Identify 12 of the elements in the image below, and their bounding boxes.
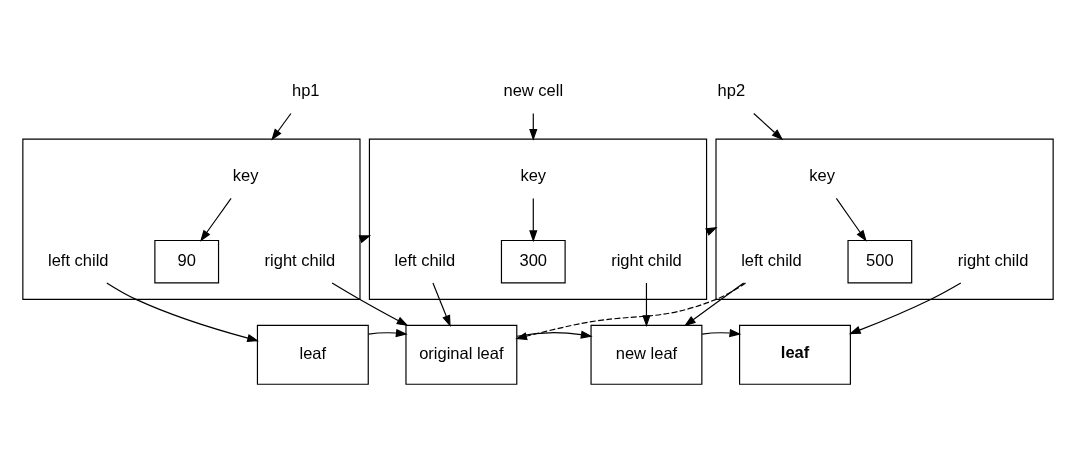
node-text: left child [394, 251, 456, 270]
node-text: key [232, 166, 259, 185]
node-text: left child [47, 251, 109, 270]
node-text: hp1 [292, 81, 320, 100]
node-text: key [809, 166, 835, 185]
node-text: right child [957, 251, 1029, 270]
node-text: new cell [503, 81, 564, 100]
node-text: key [520, 166, 547, 185]
node-text: left child [741, 251, 802, 270]
node-text: right child [264, 251, 336, 270]
node-text: hp2 [717, 81, 746, 100]
node-text: right child [611, 251, 682, 270]
